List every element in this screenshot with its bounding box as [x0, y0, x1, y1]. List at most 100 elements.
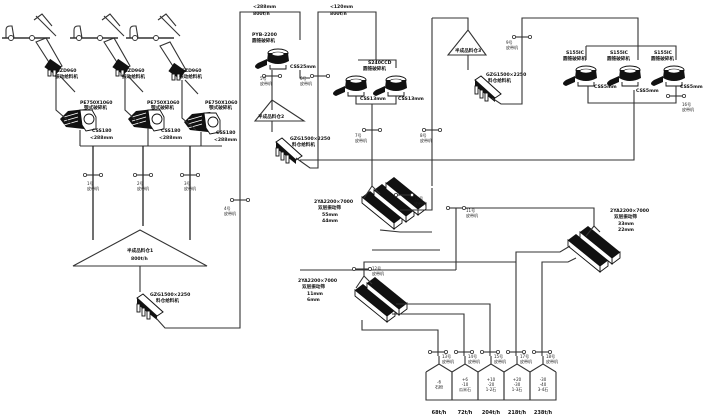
cone-tertiary-3-model: S155IC: [654, 50, 673, 56]
feeder-name: 振动给料机: [179, 73, 202, 80]
product-bins: -6石粉68t/h+6-10瓜米石72t/h+10-201-2石204t/h+2…: [425, 356, 557, 416]
primary-connection-lines: [55, 75, 222, 240]
belt-label-3: 3号皮带机: [184, 180, 196, 191]
cone-secondary-css-left: CSS13mm: [360, 96, 386, 102]
belt-label-12: 12号皮带机: [372, 265, 384, 276]
cone-tertiary-1-css: CSS5mm: [594, 84, 617, 90]
bin-size-label: -10: [462, 382, 469, 387]
stockpile-3-name: 半成品料仓3: [455, 47, 481, 54]
bin-size-label: +20: [513, 377, 522, 382]
bin-size-label: -6: [437, 380, 441, 385]
bin-feeder-3-model: GZG1500×2250: [486, 72, 526, 78]
cone-crusher-icon: [562, 65, 598, 87]
jaw-model: PE750X1060: [147, 100, 179, 106]
cone-crusher-icon: [606, 65, 642, 87]
bin-feeder-3-name: 料仓给料机: [488, 77, 511, 84]
cone-crusher-icon: [332, 75, 368, 97]
jaw-css: CSS180: [161, 128, 180, 134]
product-belts: 13号皮带机 14号皮带机 15号皮带机 17号皮带机 18号皮带机: [427, 349, 558, 364]
belt-label-9: 9号皮带机: [506, 39, 518, 50]
bin-feeder-1-name: 料仓给料机: [156, 297, 179, 304]
bin-size-label: -40: [540, 382, 547, 387]
belt-label-14: 14号皮带机: [468, 353, 480, 364]
bin-size-label: -30: [540, 377, 547, 382]
screen-2-mesh2: 22mm: [618, 227, 634, 233]
stockpile-1-capacity: 800t/h: [131, 256, 148, 262]
jaw-output: <288mm: [159, 135, 182, 141]
stockpile-2: 半成品料仓2: [253, 99, 306, 122]
stockpile-1-name: 半成品料仓1: [127, 247, 153, 254]
jaw-output: <288mm: [214, 137, 237, 143]
cone-secondary-model: S240CCD: [368, 60, 392, 66]
primary-crushing-line-1: GZD960 振动给料机 PE750X1060 颚式破碎机 CSS180 <28…: [1, 13, 113, 141]
jaw-model: PE750X1060: [205, 100, 237, 106]
cone-crusher-icon: [650, 65, 686, 87]
belt-label-4: 4号皮带机: [224, 205, 236, 216]
bin-size-label: 1-2石: [486, 387, 497, 392]
jaw-css: CSS180: [216, 130, 235, 136]
belt-label-8: 8号皮带机: [420, 132, 432, 143]
cone-tertiary-2-css: CSS5mm: [636, 88, 659, 94]
screen-3-name: 双层振动筛: [302, 283, 325, 290]
cone-secondary-name: 圆锥破碎机: [363, 65, 386, 72]
screen-3-mesh2: 6mm: [307, 297, 320, 303]
cone-crusher-icon: [372, 75, 408, 97]
bin-rate-label: 72t/h: [458, 410, 473, 416]
bin-size-label: 3-4石: [538, 387, 549, 392]
cone-tertiary-3-css: CSS5mm: [680, 84, 703, 90]
stockpile-2-name: 半成品料仓2: [258, 113, 284, 120]
belt-label-2: 2号皮带机: [137, 180, 149, 191]
jaw-name: 颚式破碎机: [84, 104, 107, 111]
cone-secondary-css-right: CSS13mm: [398, 96, 424, 102]
bin-size-label: +10: [487, 377, 496, 382]
cone-primary-name: 圆锥破碎机: [252, 37, 275, 44]
primary-crushing-line-3: GZD960 振动给料机 PE750X1060 颚式破碎机 CSS180 <28…: [125, 13, 237, 143]
jaw-crusher-icon: [183, 111, 221, 135]
bin-rate-label: 218t/h: [508, 410, 527, 416]
feeder-model: GZD960: [124, 68, 145, 74]
belt-label-18: 18号皮带机: [546, 353, 558, 364]
belt-label-11: 11号皮带机: [466, 207, 478, 218]
belt-label-5: 5号皮带机: [260, 75, 272, 86]
product-bin: -30-403-4石 238t/h: [529, 356, 557, 416]
bin-size-label: 1-3石: [512, 387, 523, 392]
screen-2-model: 2YA2200×7000: [610, 208, 649, 214]
feeder-name: 振动给料机: [55, 73, 78, 80]
dump-truck-icon: [69, 13, 125, 42]
belt-label-6: 6号皮带机: [300, 75, 312, 86]
screen-1-name: 双层振动筛: [318, 204, 341, 211]
screen-3-model: 2YA2200×7000: [298, 278, 337, 284]
belt-label-10: 16号皮带机: [682, 101, 694, 112]
bin-size-label: -20: [488, 382, 495, 387]
bin-rate-label: 204t/h: [482, 410, 501, 416]
flow-2-rate: 800t/h: [330, 11, 347, 17]
belt-label-10b: 10号皮带机: [414, 195, 426, 206]
screen-1-mesh1: 55mm: [322, 212, 338, 218]
bin-size-label: +6: [462, 377, 468, 382]
bin-feeder-2-model: GZG1500×2250: [290, 136, 330, 142]
screen-2: 2YA2200×7000 双层振动筛 33mm 22mm: [567, 208, 649, 273]
screen-2-name: 双层振动筛: [614, 213, 637, 220]
jaw-crusher-icon: [127, 108, 165, 132]
bin-size-label: 瓜米石: [459, 386, 471, 392]
bin-size-label: -30: [514, 382, 521, 387]
flow-1-rate: 800t/h: [253, 11, 270, 17]
cone-crusher-icon: [254, 48, 290, 70]
screen-1-model: 2YA2200×7000: [314, 199, 353, 205]
jaw-name: 颚式破碎机: [209, 104, 232, 111]
product-bin: +10-201-2石 204t/h: [477, 356, 505, 416]
screen-1: 2YA2200×7000 双层振动筛 55mm 44mm: [314, 176, 427, 230]
jaw-model: PE750X1060: [80, 100, 112, 106]
primary-crushing-line-2: GZD960 振动给料机 PE750X1060 颚式破碎机 CSS180 <28…: [69, 13, 182, 141]
jaw-name: 颚式破碎机: [151, 104, 174, 111]
feeder-name: 振动给料机: [122, 73, 145, 80]
cone-tertiary-2-model: S155IC: [610, 50, 629, 56]
screen-3-mesh1: 11mm: [307, 291, 323, 297]
belt-conveyor-icon: [309, 73, 331, 79]
product-bin: +20-301-3石 218t/h: [503, 356, 531, 416]
bin-rate-label: 238t/h: [534, 410, 553, 416]
screen-1-mesh2: 44mm: [322, 218, 338, 224]
dump-truck-icon: [125, 13, 181, 42]
